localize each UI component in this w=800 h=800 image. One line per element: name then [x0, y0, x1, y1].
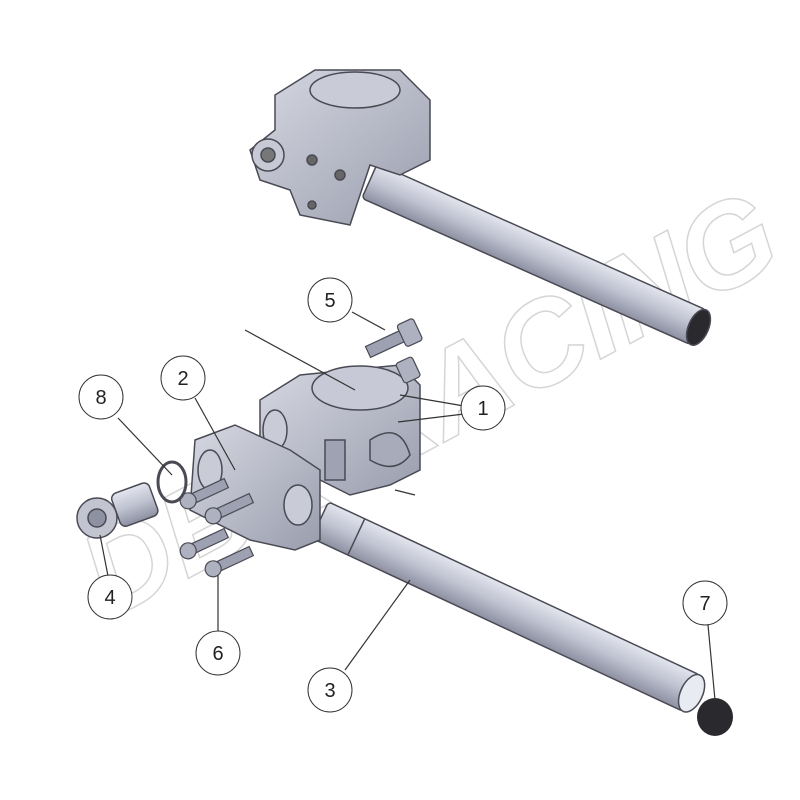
callout-label: 5 [324, 290, 335, 312]
part-clamp-bolt [364, 318, 423, 384]
callout-label: 8 [95, 387, 106, 409]
callout-label: 2 [177, 368, 188, 390]
callout-8: 8 [78, 374, 124, 420]
callout-5: 5 [307, 277, 353, 323]
callout-6: 6 [195, 630, 241, 676]
part-handlebar-tube [312, 502, 706, 713]
callout-label: 4 [104, 587, 115, 609]
callout-7: 7 [682, 580, 728, 626]
callout-2: 2 [160, 355, 206, 401]
callout-4: 4 [87, 574, 133, 620]
callout-label: 6 [212, 643, 223, 665]
callout-label: 1 [477, 398, 488, 420]
assembled-handlebar [249, 69, 712, 346]
part-block-bolts [179, 477, 255, 578]
part-circlip [156, 460, 188, 504]
callout-label: 3 [324, 680, 335, 702]
callout-3: 3 [307, 667, 353, 713]
part-bar-end-nut [76, 482, 159, 539]
leader-lines [99, 311, 716, 701]
part-adapter-block [189, 424, 321, 551]
callout-label: 7 [699, 593, 710, 615]
callout-1: 1 [460, 385, 506, 431]
part-end-cap [697, 698, 733, 736]
